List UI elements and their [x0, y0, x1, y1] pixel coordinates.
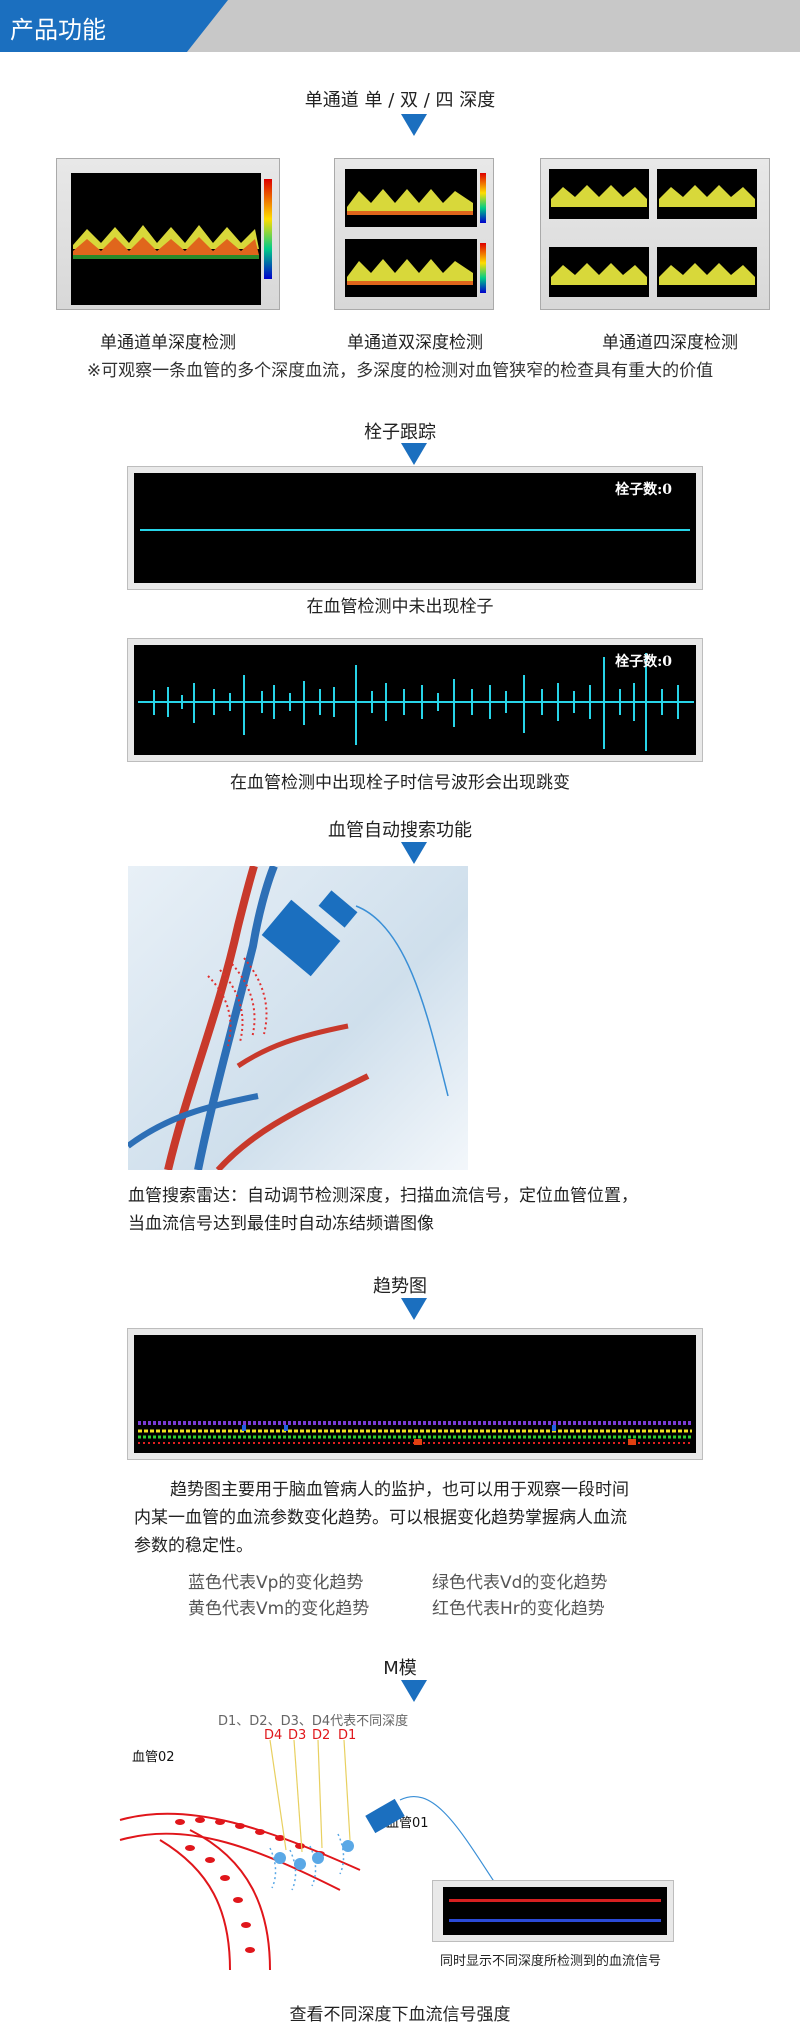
- mmode-section-title: M模: [383, 1658, 417, 1679]
- embolus-display-detected: 栓子数:0: [134, 645, 696, 755]
- legend-hr: 红色代表Hr的变化趋势: [432, 1599, 605, 1619]
- legend-vm: 黄色代表Vm的变化趋势: [188, 1599, 370, 1619]
- vessel-02-label: 血管02: [132, 1750, 175, 1765]
- embolus-count-label: 栓子数:0: [615, 482, 672, 498]
- embolus-waveform: [138, 653, 694, 751]
- page-title: 产品功能: [10, 16, 106, 44]
- trend-para-line3: 参数的稳定性。: [134, 1536, 253, 1556]
- trend-para-line1: 趋势图主要用于脑血管病人的监护，也可以用于观察一段时间: [170, 1480, 629, 1500]
- single-depth-spectrum: [71, 173, 272, 305]
- arrow-down-icon: [401, 1298, 427, 1320]
- caption-no-embolus: 在血管检测中未出现栓子: [306, 597, 494, 617]
- legend-vd: 绿色代表Vd的变化趋势: [432, 1573, 608, 1593]
- legend-vp: 蓝色代表Vp的变化趋势: [188, 1573, 364, 1593]
- depth-label-d2: D2: [312, 1728, 331, 1743]
- embolus-count-label: 栓子数:0: [615, 654, 672, 670]
- depth-note: ※可观察一条血管的多个深度血流，多深度的检测对血管狭窄的检查具有重大的价值: [86, 361, 714, 381]
- caption-dual-depth: 单通道双深度检测: [347, 333, 483, 353]
- trend-panel: [127, 1328, 703, 1460]
- mmode-red-band: [449, 1899, 661, 1902]
- dual-depth-screenshot: [334, 158, 494, 310]
- embolus-section-title: 栓子跟踪: [364, 422, 436, 443]
- single-depth-screenshot: [56, 158, 280, 310]
- arrow-down-icon: [401, 1680, 427, 1702]
- dual-depth-spectrum: [345, 169, 486, 297]
- depth-section-title: 单通道 单 / 双 / 四 深度: [304, 90, 496, 111]
- depth-legend-note: D1、D2、D3、D4代表不同深度: [218, 1714, 409, 1729]
- baseline-signal: [140, 529, 690, 531]
- arrow-down-icon: [401, 114, 427, 136]
- search-desc-line2: 当血流信号达到最佳时自动冻结频谱图像: [128, 1214, 434, 1234]
- mmode-bottom-caption: 查看不同深度下血流信号强度: [289, 2005, 511, 2025]
- mmode-display-panel: [432, 1880, 674, 1942]
- depth-label-d1: D1: [338, 1728, 357, 1743]
- trend-section-title: 趋势图: [373, 1276, 427, 1297]
- mmode-display: [443, 1887, 667, 1935]
- caption-embolus-detected: 在血管检测中出现栓子时信号波形会出现跳变: [230, 773, 570, 793]
- trend-chart: [138, 1421, 692, 1445]
- header-tab: [0, 0, 228, 52]
- depth-label-d4: D4: [264, 1728, 283, 1743]
- depth-label-d3: D3: [288, 1728, 307, 1743]
- embolus-panel-detected: 栓子数:0: [127, 638, 703, 762]
- arrow-down-icon: [401, 443, 427, 465]
- quad-depth-screenshot: [540, 158, 770, 310]
- neck-vessels-drawing: [126, 864, 449, 1173]
- embolus-display-normal: 栓子数:0: [134, 473, 696, 583]
- mmode-vessel-diagram: [119, 1740, 521, 1970]
- search-desc-line1: 血管搜索雷达：自动调节检测深度，扫描血流信号，定位血管位置，: [128, 1186, 638, 1206]
- caption-quad-depth: 单通道四深度检测: [602, 333, 738, 353]
- caption-single-depth: 单通道单深度检测: [100, 333, 236, 353]
- mmode-blue-band: [449, 1919, 661, 1922]
- mmode-display-caption: 同时显示不同深度所检测到的血流信号: [440, 1954, 662, 1969]
- search-section-title: 血管自动搜索功能: [328, 820, 472, 841]
- neck-anatomy-illustration: [126, 864, 468, 1173]
- quad-depth-spectrum: [549, 169, 757, 297]
- embolus-panel-normal: 栓子数:0: [127, 466, 703, 590]
- trend-para-line2: 内某一血管的血流参数变化趋势。可以根据变化趋势掌握病人血流: [134, 1508, 627, 1528]
- trend-display: [134, 1335, 696, 1453]
- arrow-down-icon: [401, 842, 427, 864]
